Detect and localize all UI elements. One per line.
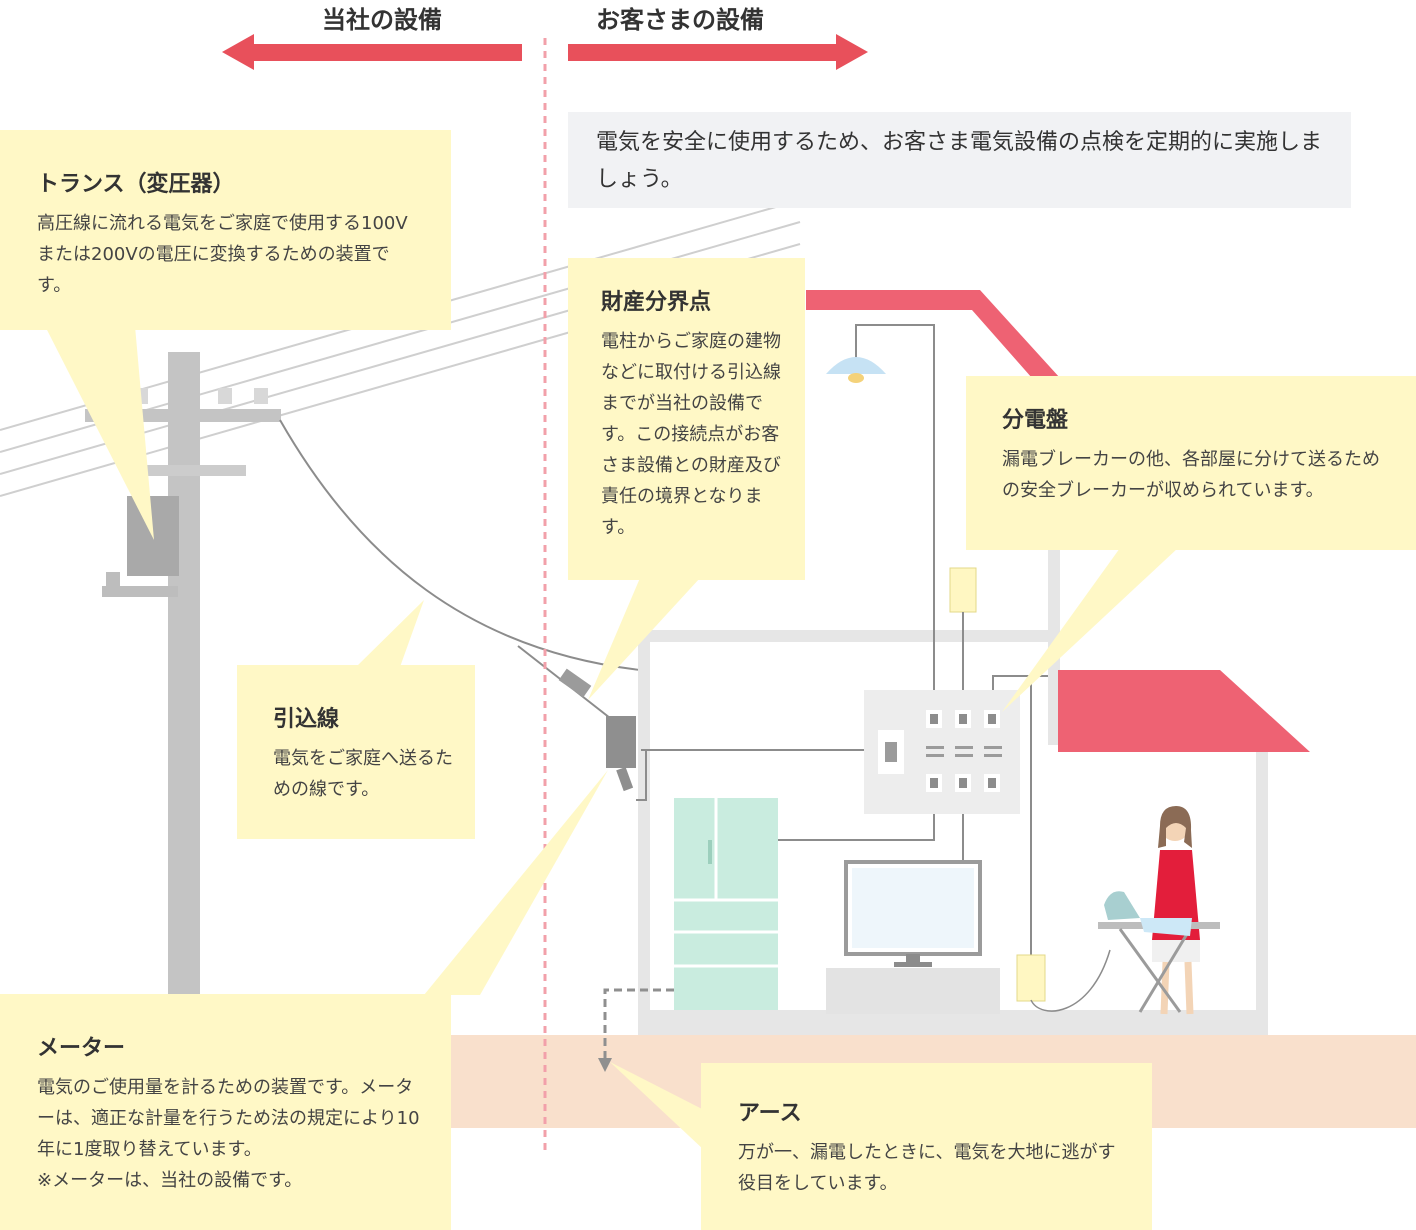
callout-title: 分電盤: [1002, 408, 1069, 433]
callout-body: 電気をご家庭へ送るための線です。: [273, 748, 453, 800]
pointer-earth: [610, 1062, 704, 1150]
callout-title: トランス（変圧器）: [37, 172, 235, 197]
company-arrow: [222, 34, 522, 70]
electric-meter: [606, 716, 647, 801]
callout-body: 高圧線に流れる電気をご家庭で使用する100Vまたは200Vの電圧に変換するための…: [37, 213, 408, 296]
ceiling-lamp: [826, 324, 935, 708]
lower-roof: [1058, 670, 1310, 752]
callout-panel: 分電盤 漏電ブレーカーの他、各部屋に分けて送るための安全ブレーカーが収められてい…: [966, 376, 1416, 550]
pointer-boundary: [588, 578, 700, 700]
callout-meter: メーター 電気のご使用量を計るための装置です。メーターは、適正な計量を行うため法…: [0, 994, 451, 1230]
callout-earth: アース 万が一、漏電したときに、電気を大地に逃がす役目をしています。: [701, 1063, 1152, 1230]
callout-title: 財産分界点: [601, 290, 712, 315]
callout-body: 漏電ブレーカーの他、各部屋に分けて送るための安全ブレーカーが収められています。: [1002, 449, 1380, 501]
wall-outlet-lower: [1016, 954, 1046, 1002]
callout-boundary: 財産分界点 電柱からご家庭の建物などに取付ける引込線までが当社の設備です。この接…: [568, 258, 805, 580]
callout-title: 引込線: [273, 707, 340, 732]
refrigerator: [674, 798, 778, 1010]
television: [826, 860, 1000, 1014]
woman-ironing: [1098, 806, 1220, 1015]
callout-title: メーター: [37, 1036, 126, 1061]
company-equipment-label: 当社の設備: [322, 6, 442, 34]
pointer-service-line: [356, 600, 424, 667]
callout-body: 電柱からご家庭の建物などに取付ける引込線までが当社の設備です。この接続点がお客さ…: [601, 331, 781, 538]
customer-arrow: [568, 34, 868, 70]
inspection-notice: 電気を安全に使用するため、お客さま電気設備の点検を定期的に実施しましょう。: [568, 112, 1351, 208]
pointer-transformer: [45, 326, 154, 540]
callout-service-line: 引込線 電気をご家庭へ送るための線です。: [237, 665, 475, 839]
house-wall-left: [638, 642, 650, 1032]
wall-outlet-upper: [949, 567, 977, 613]
callout-body: 電気のご使用量を計るための装置です。メーターは、適正な計量を行うため法の規定によ…: [37, 1077, 420, 1160]
customer-equipment-label: お客さまの設備: [596, 6, 764, 34]
service-line: [279, 419, 641, 671]
distribution-panel: [864, 690, 1020, 814]
earth-wire: [603, 988, 674, 1062]
utility-pole: [85, 352, 281, 997]
callout-note: ※メーターは、当社の設備です。: [37, 1170, 303, 1191]
upper-roof: [806, 290, 1060, 378]
connection-point: [558, 668, 592, 698]
callout-title: アース: [738, 1101, 802, 1126]
callout-body: 万が一、漏電したときに、電気を大地に逃がす役目をしています。: [738, 1142, 1116, 1194]
callout-transformer: トランス（変圧器） 高圧線に流れる電気をご家庭で使用する100Vまたは200Vの…: [0, 130, 451, 330]
pointer-meter: [424, 770, 608, 995]
pointer-panel: [1002, 548, 1178, 712]
house-floor: [638, 1010, 1268, 1035]
